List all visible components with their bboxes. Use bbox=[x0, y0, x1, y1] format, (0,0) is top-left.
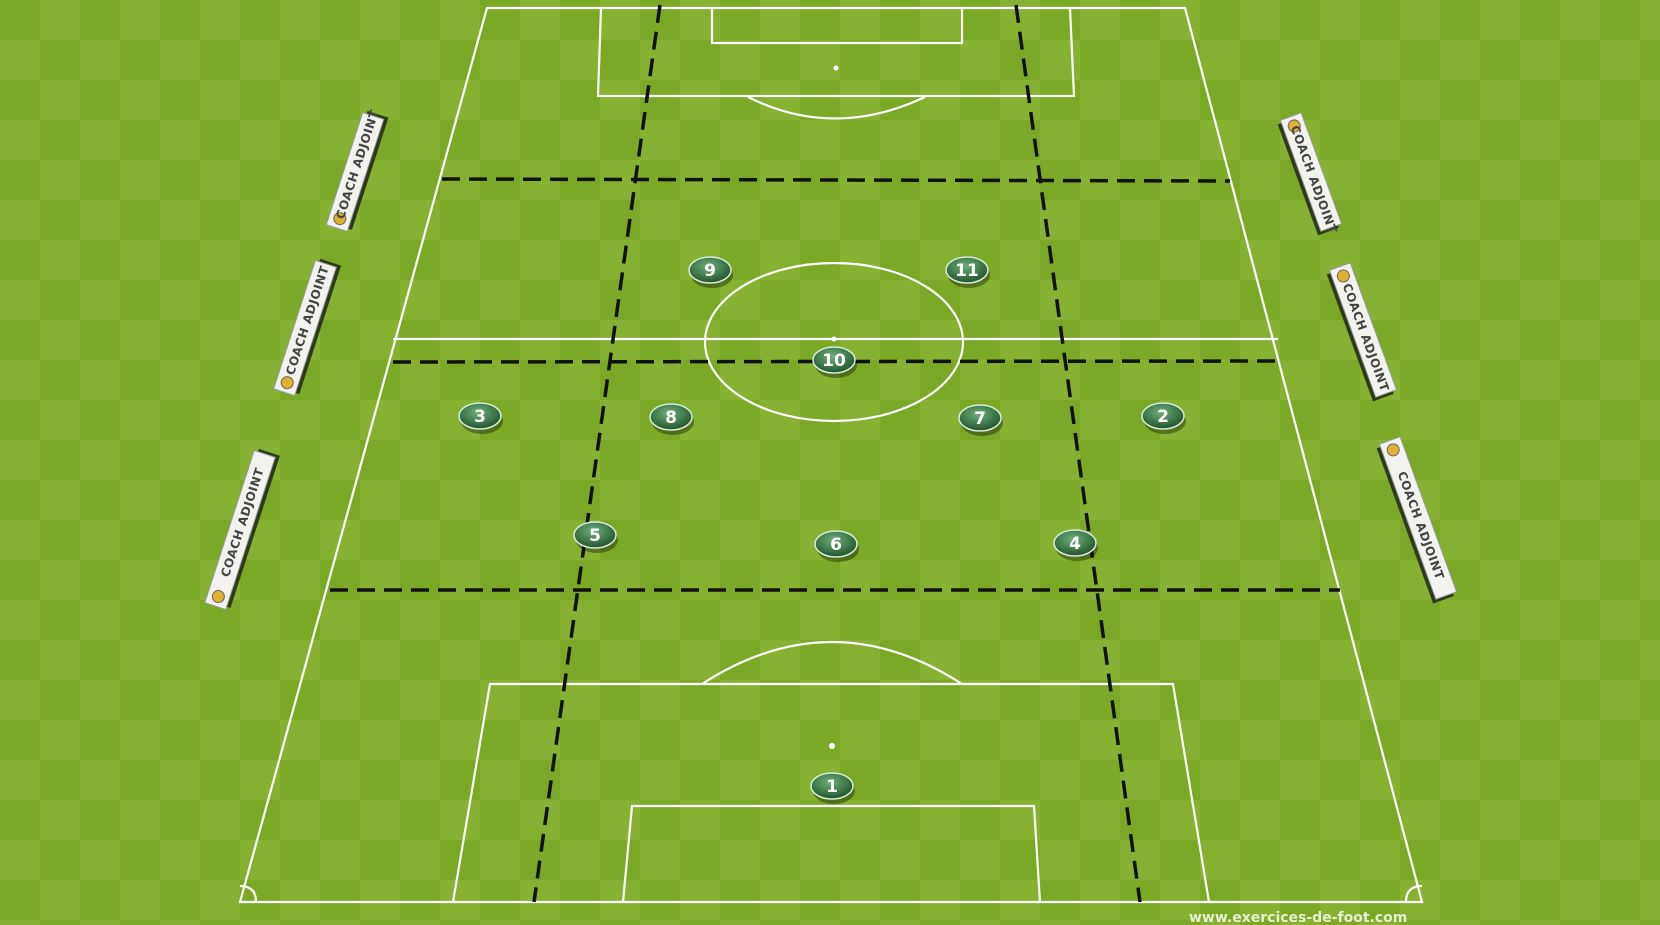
player-number: 5 bbox=[589, 526, 601, 546]
player-disc bbox=[814, 530, 858, 558]
player-disc bbox=[649, 403, 693, 431]
player-disc bbox=[945, 256, 989, 284]
player-marker-1[interactable]: 1 bbox=[810, 772, 855, 804]
zone-line-h1 bbox=[441, 177, 1231, 183]
banner-logo-icon bbox=[211, 590, 225, 604]
player-marker-5[interactable]: 5 bbox=[573, 521, 618, 553]
bottom-goal-box bbox=[621, 804, 1042, 903]
player-marker-4[interactable]: 4 bbox=[1053, 529, 1098, 561]
player-disc bbox=[1053, 529, 1097, 557]
zone-line-v1 bbox=[532, 4, 662, 903]
player-number: 1 bbox=[826, 777, 838, 797]
banner-logo-icon bbox=[333, 212, 347, 226]
player-marker-6[interactable]: 6 bbox=[814, 530, 859, 562]
player-marker-2[interactable]: 2 bbox=[1141, 402, 1186, 434]
player-disc bbox=[812, 346, 856, 374]
banner-logo-icon bbox=[280, 376, 294, 390]
banner-logo-icon bbox=[1336, 269, 1350, 283]
player-marker-9[interactable]: 9 bbox=[688, 256, 733, 288]
player-disc bbox=[1141, 402, 1185, 430]
banner-panel bbox=[273, 259, 337, 397]
banner-logo-icon bbox=[1287, 119, 1301, 133]
player-number: 4 bbox=[1069, 534, 1081, 554]
banner-logo-icon bbox=[1386, 443, 1400, 457]
player-marker-11[interactable]: 11 bbox=[945, 256, 990, 288]
player-number: 3 bbox=[474, 407, 486, 427]
top-penalty-spot bbox=[833, 65, 839, 71]
player-number: 6 bbox=[830, 535, 842, 555]
banner-panel bbox=[1279, 112, 1343, 232]
player-number: 9 bbox=[704, 261, 716, 281]
touchline-boundary bbox=[238, 6, 1424, 904]
player-marker-8[interactable]: 8 bbox=[649, 403, 694, 435]
banner-panel bbox=[325, 111, 385, 233]
banner-panel bbox=[204, 449, 276, 611]
top-penalty-box bbox=[596, 7, 1076, 98]
banner-panel bbox=[1328, 262, 1398, 398]
bottom-penalty-arc bbox=[701, 640, 963, 685]
bottom-penalty-box bbox=[451, 682, 1211, 903]
center-spot bbox=[831, 336, 837, 342]
player-marker-7[interactable]: 7 bbox=[958, 404, 1003, 436]
banner-panel bbox=[1378, 436, 1458, 600]
player-disc bbox=[810, 772, 854, 800]
player-number: 10 bbox=[822, 351, 846, 371]
watermark: www.exercices-de-foot.com bbox=[1189, 910, 1407, 925]
bottom-penalty-spot bbox=[829, 743, 835, 749]
corner-arc-bl bbox=[239, 884, 258, 903]
player-number: 2 bbox=[1157, 407, 1169, 427]
player-disc bbox=[573, 521, 617, 549]
player-number: 8 bbox=[665, 408, 677, 428]
players-layer: 1 2 3 4 5 6 7 8 9 10 11 bbox=[458, 256, 1186, 804]
player-number: 7 bbox=[974, 409, 986, 429]
player-marker-10[interactable]: 10 bbox=[812, 346, 857, 378]
zone-line-v2 bbox=[1014, 4, 1142, 903]
player-number: 11 bbox=[955, 261, 979, 281]
player-marker-3[interactable]: 3 bbox=[458, 402, 503, 434]
player-disc bbox=[458, 402, 502, 430]
player-disc bbox=[688, 256, 732, 284]
corner-arc-br bbox=[1404, 884, 1423, 903]
player-disc bbox=[958, 404, 1002, 432]
top-goal-box bbox=[710, 8, 964, 45]
top-penalty-arc bbox=[747, 96, 926, 120]
center-circle bbox=[703, 261, 965, 423]
